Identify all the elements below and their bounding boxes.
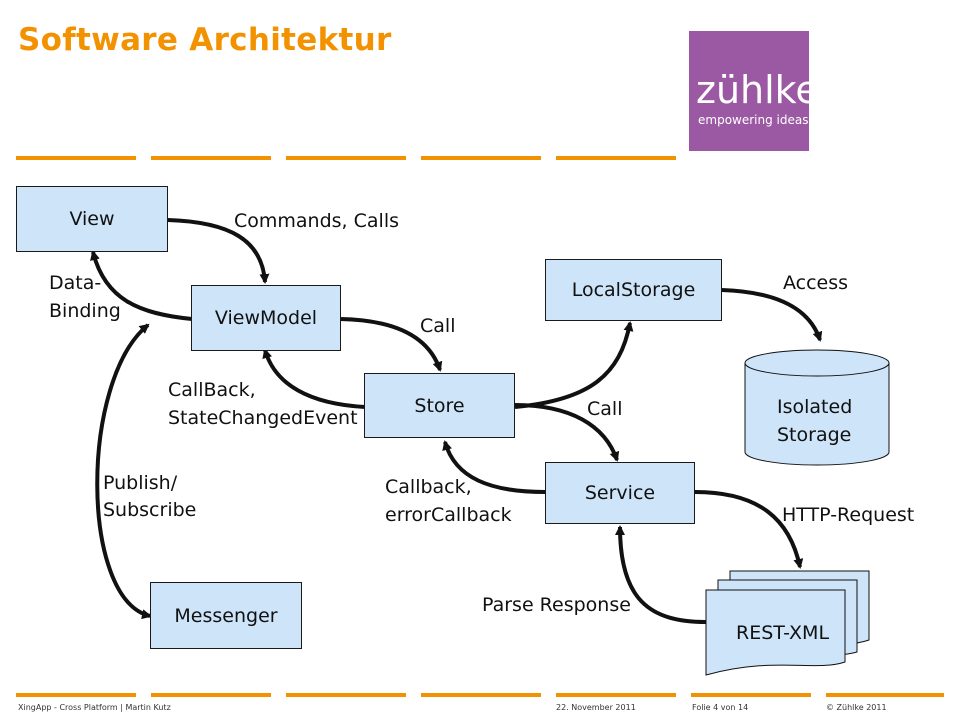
edge-viewmodel-store <box>339 317 443 372</box>
footer-presenter: XingApp - Cross Platform | Martin Kutz <box>18 703 171 712</box>
http-request-label: HTTP-Request <box>782 504 915 526</box>
access-label: Access <box>783 272 849 294</box>
publish-label-2: Subscribe <box>103 499 197 521</box>
viewmodel-node: ViewModel <box>191 285 341 351</box>
publish-label-1: Publish/ <box>103 472 178 494</box>
edge-service-store <box>442 440 546 494</box>
parse-response-label: Parse Response <box>482 594 631 616</box>
isolated-storage-label-2: Storage <box>777 424 852 446</box>
store-node: Store <box>364 373 515 438</box>
rest-xml-documents <box>705 570 870 676</box>
data-binding-label-1: Data- <box>49 272 102 294</box>
bottom-rule-5 <box>556 693 676 697</box>
data-binding-label-2: Binding <box>49 300 121 322</box>
top-rule-2 <box>151 156 271 160</box>
edge-view-viewmodel <box>167 218 270 284</box>
call-service-label: Call <box>587 398 623 420</box>
bottom-rule-6 <box>691 693 811 697</box>
messenger-node: Messenger <box>150 582 302 649</box>
top-rule-4 <box>421 156 541 160</box>
bottom-rule-3 <box>286 693 406 697</box>
bottom-rule-1 <box>16 693 136 697</box>
edge-viewmodel-view <box>90 250 193 321</box>
edge-store-service <box>514 403 620 462</box>
callback-label-1: CallBack, <box>168 379 256 401</box>
commands-calls-label: Commands, Calls <box>234 210 399 232</box>
callback2-label-2: errorCallback <box>385 504 512 526</box>
edge-localstorage-isolated <box>721 288 823 342</box>
bottom-rule-4 <box>421 693 541 697</box>
localstorage-node: LocalStorage <box>545 259 722 321</box>
footer-date: 22. November 2011 <box>556 703 636 712</box>
isolated-storage-cylinder <box>744 349 890 466</box>
edge-service-rest <box>694 490 804 569</box>
edge-rest-service <box>615 525 707 624</box>
rest-xml-label: REST-XML <box>736 622 830 644</box>
top-rule-5 <box>556 156 676 160</box>
logo-word: zühlke <box>696 68 819 112</box>
callback2-label-1: Callback, <box>385 476 472 498</box>
top-rule-3 <box>286 156 406 160</box>
footer-page: Folie 4 von 14 <box>692 703 749 712</box>
view-node: View <box>16 186 168 252</box>
call-store-label: Call <box>420 315 456 337</box>
edge-store-viewmodel <box>262 348 366 409</box>
top-rule-1 <box>16 156 136 160</box>
callback-label-2: StateChangedEvent <box>168 407 358 429</box>
footer-copyright: © Zühlke 2011 <box>826 703 887 712</box>
zuhlke-logo: zühlke empowering ideas <box>689 31 819 151</box>
logo-tagline: empowering ideas <box>698 113 809 127</box>
page-title: Software Architektur <box>18 22 392 58</box>
isolated-storage-label-1: Isolated <box>777 396 853 418</box>
service-node: Service <box>545 462 695 524</box>
bottom-rule-7 <box>826 693 944 697</box>
edge-messenger-viewmodel <box>95 323 152 620</box>
edge-store-localstorage <box>514 321 634 409</box>
bottom-rule-2 <box>151 693 271 697</box>
